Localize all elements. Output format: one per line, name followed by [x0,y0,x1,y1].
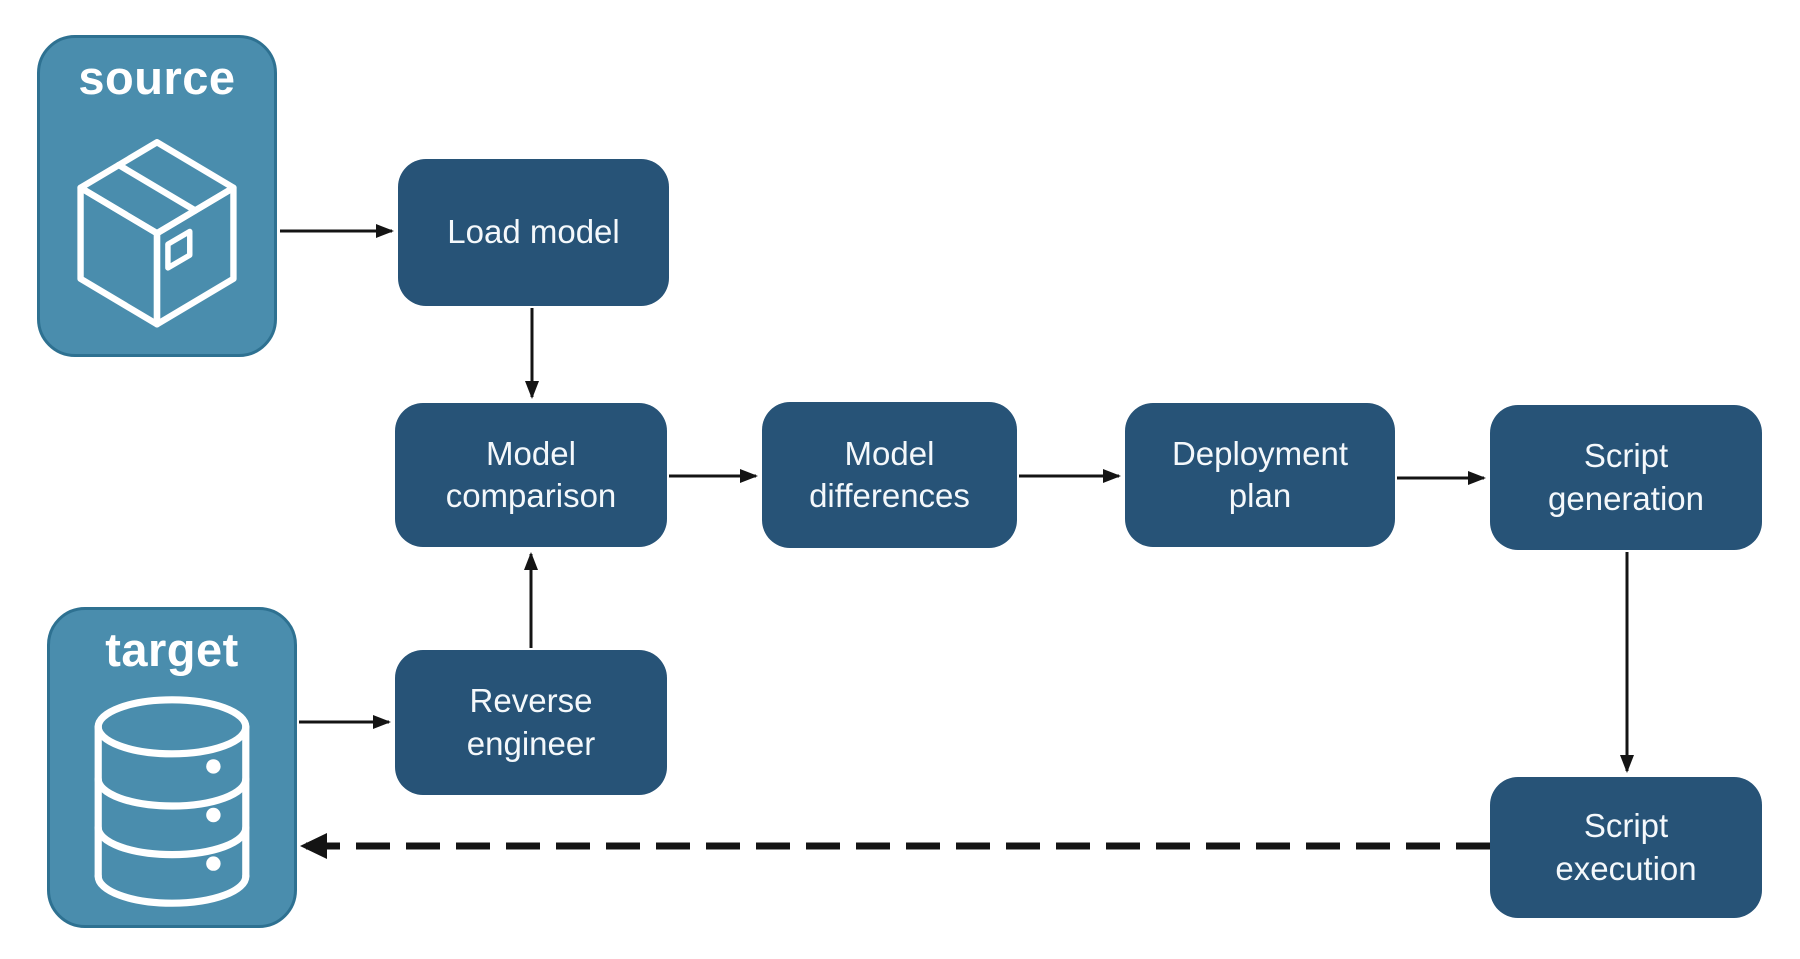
node-label-line: execution [1555,849,1697,887]
node-label-line: Script [1583,807,1669,845]
node-label-line: engineer [466,724,596,762]
node-script-execution: Script execution [1490,777,1762,918]
node-label-line: Script [1583,437,1669,475]
node-label-line: differences [809,477,970,514]
node-model-comparison: Model comparison [395,403,667,547]
node-label-line: Model [844,434,935,472]
node-reverse-engineer: Reverse engineer [395,650,667,795]
node-script-generation: Script generation [1490,405,1762,550]
node-label-line: plan [1228,477,1292,514]
node-label-line: comparison [445,477,617,514]
node-label-line: Reverse [469,682,593,720]
node-model-differences: Model differences [762,402,1017,548]
node-load-model: Load model [398,159,669,306]
database-icon [94,696,250,907]
target-label: target [105,623,239,676]
source-label: source [78,51,236,104]
node-label-line: Deployment [1171,434,1349,472]
node-label-line: generation [1548,479,1704,517]
node-deployment-plan: Deployment plan [1125,403,1395,547]
node-label-line: Load model [447,213,620,251]
node-label-line: Model [486,434,576,472]
package-icon [77,139,237,328]
source-container: source [37,35,277,357]
target-container: target [47,607,297,928]
